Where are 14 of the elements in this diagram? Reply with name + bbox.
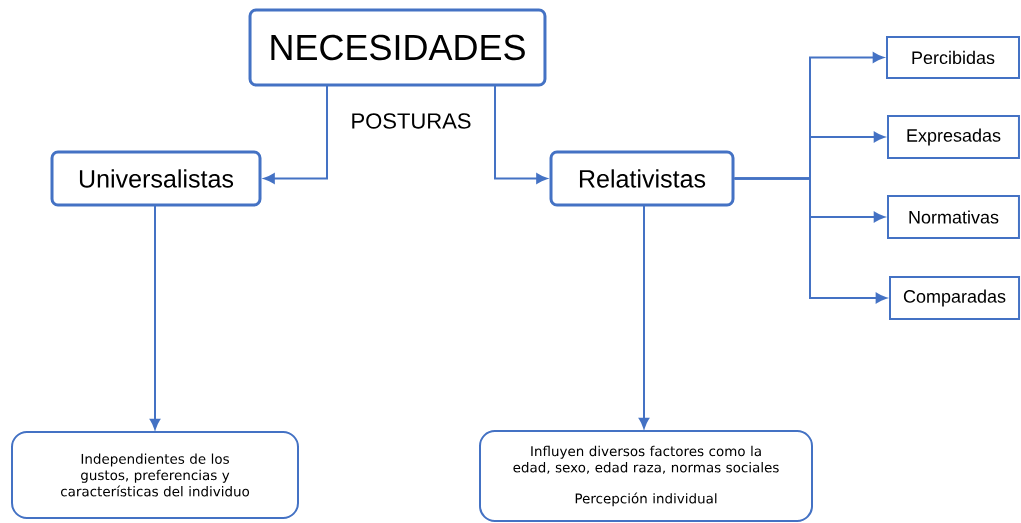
description-box: Influyen diversos factores como la edad, sexo, edad raza, normas sociales Percepción individual — [479, 430, 813, 522]
posture-label: POSTURAS — [352, 113, 471, 129]
category-box: Normativas — [887, 195, 1020, 239]
category-box: Percibidas — [886, 35, 1020, 79]
category-box: Expresadas — [887, 115, 1020, 159]
concept-box: Relativistas — [549, 150, 735, 207]
arrow — [494, 84, 548, 184]
concept-box: Universalistas — [50, 150, 262, 207]
title-box: NECESIDADES — [248, 8, 547, 87]
description-box: Independientes de los gustos, preferencias y características del individuo — [11, 431, 299, 519]
arrow — [733, 177, 887, 304]
category-box: Comparadas — [889, 276, 1021, 320]
arrow — [638, 204, 650, 429]
arrow — [149, 204, 161, 430]
